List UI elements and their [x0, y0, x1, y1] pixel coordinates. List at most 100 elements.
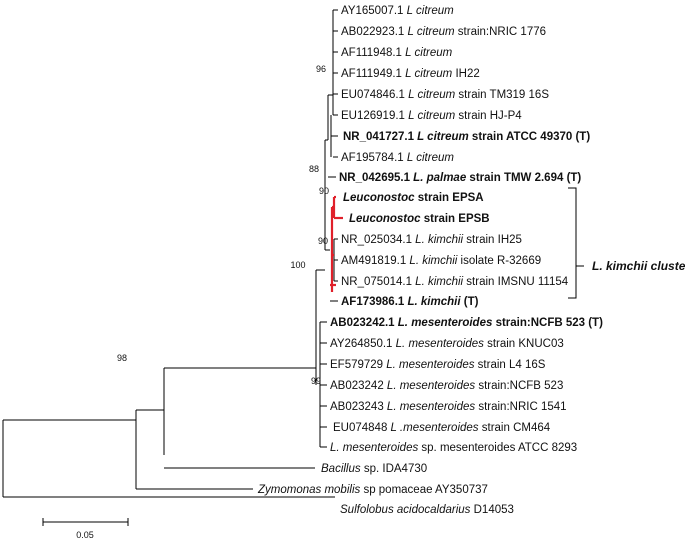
taxon-label: EU126919.1 L citreum strain HJ-P4 [341, 110, 522, 122]
strain-designation: strain HJ-P4 [455, 110, 522, 122]
bootstrap-value: 88 [309, 164, 319, 174]
taxon-label: AB023242 L. mesenteroides strain:NCFB 52… [330, 380, 563, 392]
bootstrap-value: 90 [319, 186, 329, 196]
species-name: L citreum [417, 131, 469, 143]
strain-designation: strain L4 16S [474, 359, 545, 371]
bootstrap-values: 96 88 90 90 100 98 99 [117, 64, 329, 386]
strain-designation: strain:NRIC 1541 [475, 401, 566, 413]
accession-number: AB023243 [330, 401, 387, 413]
taxon-label: AY165007.1 L citreum [341, 5, 454, 17]
species-name: L. kimchii [408, 296, 462, 308]
highlighted-branches [330, 195, 343, 292]
taxon-label: AB023243 L. mesenteroides strain:NRIC 15… [330, 401, 567, 413]
accession-number: AF111949.1 [341, 68, 405, 80]
accession-number: AY264850.1 [330, 338, 396, 350]
species-name: L. kimchii [409, 255, 457, 267]
scale-label: 0.05 [76, 530, 94, 539]
tree-branches [2, 9, 338, 498]
taxon-label: AF173986.1 L. kimchii (T) [341, 296, 479, 308]
taxon-label: Bacillus sp. IDA4730 [321, 463, 427, 475]
species-name: L. palmae [413, 172, 467, 184]
taxon-label: Sulfolobus acidocaldarius D14053 [340, 504, 514, 516]
taxon-label: Leuconostoc strain EPSB [349, 213, 490, 225]
taxon-label: AF111949.1 L citreum IH22 [341, 68, 480, 80]
taxon-label: AY264850.1 L. mesenteroides strain KNUC0… [330, 338, 564, 350]
accession-number: NR_042695.1 [339, 172, 413, 184]
species-name: L citreum [407, 5, 455, 17]
strain-designation: sp. mesenteroides ATCC 8293 [418, 442, 577, 454]
strain-designation: strain:NCFB 523 (T) [492, 317, 603, 329]
taxon-label: EU074848 L .mesenteroides strain CM464 [333, 422, 551, 434]
strain-designation: isolate R-32669 [457, 255, 541, 267]
scale-bar: 0.05 [42, 518, 129, 539]
accession-number: AM491819.1 [341, 255, 409, 267]
species-name: L .mesenteroides [391, 422, 479, 434]
species-name: L citreum [408, 89, 456, 101]
bootstrap-value: 100 [290, 260, 305, 270]
species-name: L. mesenteroides [386, 359, 474, 371]
strain-designation: strain CM464 [479, 422, 551, 434]
accession-number: AB022923.1 [341, 26, 408, 38]
strain-designation: strain IH25 [463, 234, 522, 246]
species-name: L citreum [408, 26, 456, 38]
strain-designation: strain:NRIC 1776 [455, 26, 546, 38]
species-name: Leuconostoc [349, 213, 421, 225]
taxon-label: Zymomonas mobilis sp pomaceae AY350737 [257, 484, 488, 496]
accession-number: EF579729 [330, 359, 386, 371]
taxon-label: NR_041727.1 L citreum strain ATCC 49370 … [343, 131, 590, 143]
species-name: L citreum [405, 68, 453, 80]
strain-designation: sp. IDA4730 [361, 463, 427, 475]
species-name: Leuconostoc [343, 192, 415, 204]
strain-designation: sp pomaceae AY350737 [360, 484, 488, 496]
species-name: L. mesenteroides [396, 338, 484, 350]
bootstrap-value: 96 [316, 64, 326, 74]
accession-number: AB023242.1 [330, 317, 398, 329]
taxon-label: NR_025034.1 L. kimchii strain IH25 [341, 234, 522, 246]
strain-designation: strain TMW 2.694 (T) [466, 172, 581, 184]
taxon-label: Leuconostoc strain EPSA [343, 192, 484, 204]
accession-number: EU126919.1 [341, 110, 408, 122]
strain-designation: strain EPSA [415, 192, 484, 204]
strain-designation: strain TM319 16S [455, 89, 549, 101]
accession-number: AY165007.1 [341, 5, 407, 17]
cluster-label: L. kimchii cluster [592, 259, 685, 273]
strain-designation: strain:NCFB 523 [475, 380, 563, 392]
accession-number: AB023242 [330, 380, 387, 392]
strain-designation: strain EPSB [421, 213, 490, 225]
accession-number: NR_075014.1 [341, 276, 415, 288]
species-name: L citreum [408, 110, 456, 122]
bootstrap-value: 98 [117, 353, 127, 363]
species-name: L citreum [405, 47, 453, 59]
species-name: Bacillus [321, 463, 361, 475]
taxon-label: AF195784.1 L citreum [341, 152, 454, 164]
species-name: L. mesenteroides [387, 380, 475, 392]
strain-designation: IH22 [452, 68, 480, 80]
species-name: L. mesenteroides [398, 317, 493, 329]
species-name: Zymomonas mobilis [257, 484, 360, 496]
kimchii-cluster-bracket: L. kimchii cluster [568, 187, 685, 299]
taxon-label: AB023242.1 L. mesenteroides strain:NCFB … [330, 317, 603, 329]
bootstrap-value: 90 [318, 236, 328, 246]
strain-designation: D14053 [470, 504, 513, 516]
species-name: L. kimchii [415, 234, 463, 246]
strain-designation: strain KNUC03 [484, 338, 564, 350]
accession-number: AF173986.1 [341, 296, 408, 308]
taxon-label: EU074846.1 L citreum strain TM319 16S [341, 89, 549, 101]
taxon-label: EF579729 L. mesenteroides strain L4 16S [330, 359, 546, 371]
taxon-label: AF111948.1 L citreum [341, 47, 453, 59]
taxon-label: NR_075014.1 L. kimchii strain IMSNU 1115… [341, 276, 569, 288]
bootstrap-value: 99 [311, 376, 321, 386]
taxon-label: NR_042695.1 L. palmae strain TMW 2.694 (… [339, 172, 581, 184]
accession-number: AF195784.1 [341, 152, 407, 164]
taxon-label: L. mesenteroides sp. mesenteroides ATCC … [330, 442, 577, 454]
taxon-label: AM491819.1 L. kimchii isolate R-32669 [341, 255, 541, 267]
species-name: L. mesenteroides [387, 401, 475, 413]
strain-designation: (T) [461, 296, 479, 308]
strain-designation: strain ATCC 49370 (T) [469, 131, 591, 143]
species-name: L. mesenteroides [330, 442, 418, 454]
accession-number: EU074848 [333, 422, 391, 434]
species-name: L. kimchii [415, 276, 463, 288]
accession-number: NR_041727.1 [343, 131, 417, 143]
